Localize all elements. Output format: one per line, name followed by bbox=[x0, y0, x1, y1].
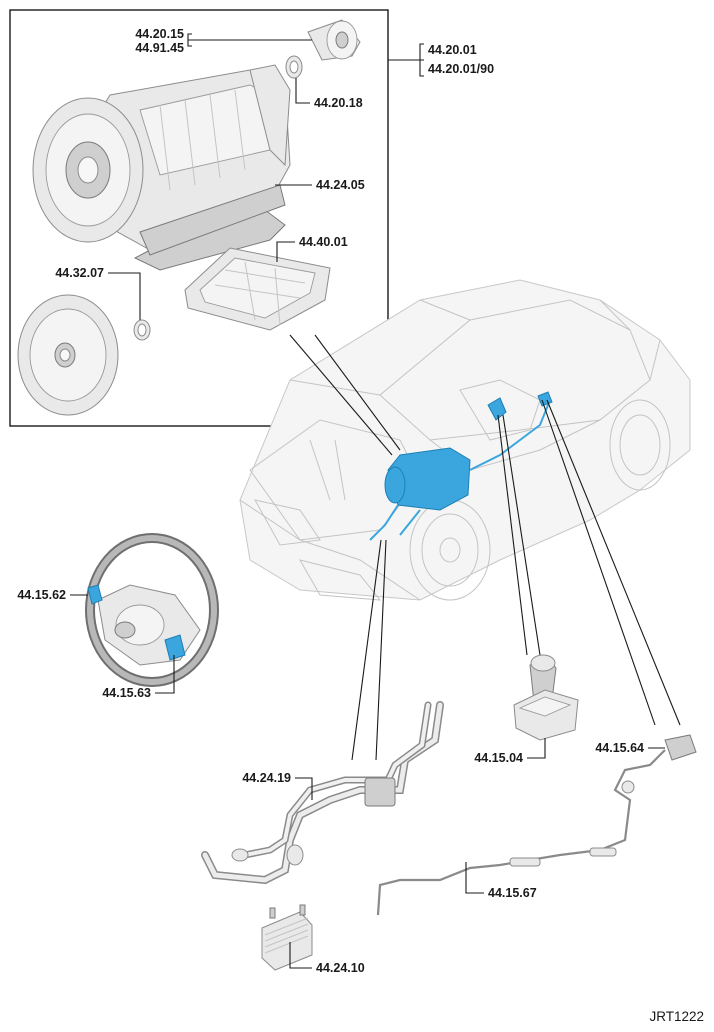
inset-frame bbox=[9, 9, 389, 427]
output-flange-drawing bbox=[307, 19, 361, 61]
label-torque-converter: 44.32.07 bbox=[55, 266, 104, 280]
label-selector-cable: 44.15.67 bbox=[488, 886, 537, 900]
label-trans-mount: 44.20.15 bbox=[135, 27, 184, 41]
label-transmission-alt: 44.20.01/90 bbox=[428, 62, 494, 76]
label-transmission: 44.20.01 bbox=[428, 43, 477, 57]
label-trans-mount-alt: 44.91.45 bbox=[135, 41, 184, 55]
selector-module-drawing bbox=[376, 734, 697, 916]
label-cooler-pipes: 44.24.19 bbox=[242, 771, 291, 785]
oil-cooler-drawing bbox=[261, 904, 313, 971]
diagram-id: JRT1222 bbox=[649, 1009, 704, 1024]
seal-drawing bbox=[285, 55, 303, 79]
gear-selector-drawing bbox=[513, 654, 579, 741]
label-seal: 44.20.18 bbox=[314, 96, 363, 110]
cooler-pipes-drawing bbox=[201, 701, 444, 885]
label-paddle-left: 44.15.62 bbox=[17, 588, 66, 602]
torque-converter-drawing bbox=[17, 294, 119, 416]
vehicle-ghost-drawing bbox=[239, 279, 691, 601]
label-oil-pan: 44.24.05 bbox=[316, 178, 365, 192]
label-selector-module: 44.15.64 bbox=[595, 741, 644, 755]
steering-wheel-drawing bbox=[85, 533, 219, 687]
transmission-drawing bbox=[32, 64, 291, 271]
label-valve-body: 44.40.01 bbox=[299, 235, 348, 249]
label-paddle-right: 44.15.63 bbox=[102, 686, 151, 700]
highlighted-drivetrain bbox=[369, 391, 553, 541]
label-selector: 44.15.04 bbox=[474, 751, 523, 765]
valve-body-drawing bbox=[184, 247, 331, 331]
label-oil-cooler: 44.24.10 bbox=[316, 961, 365, 975]
